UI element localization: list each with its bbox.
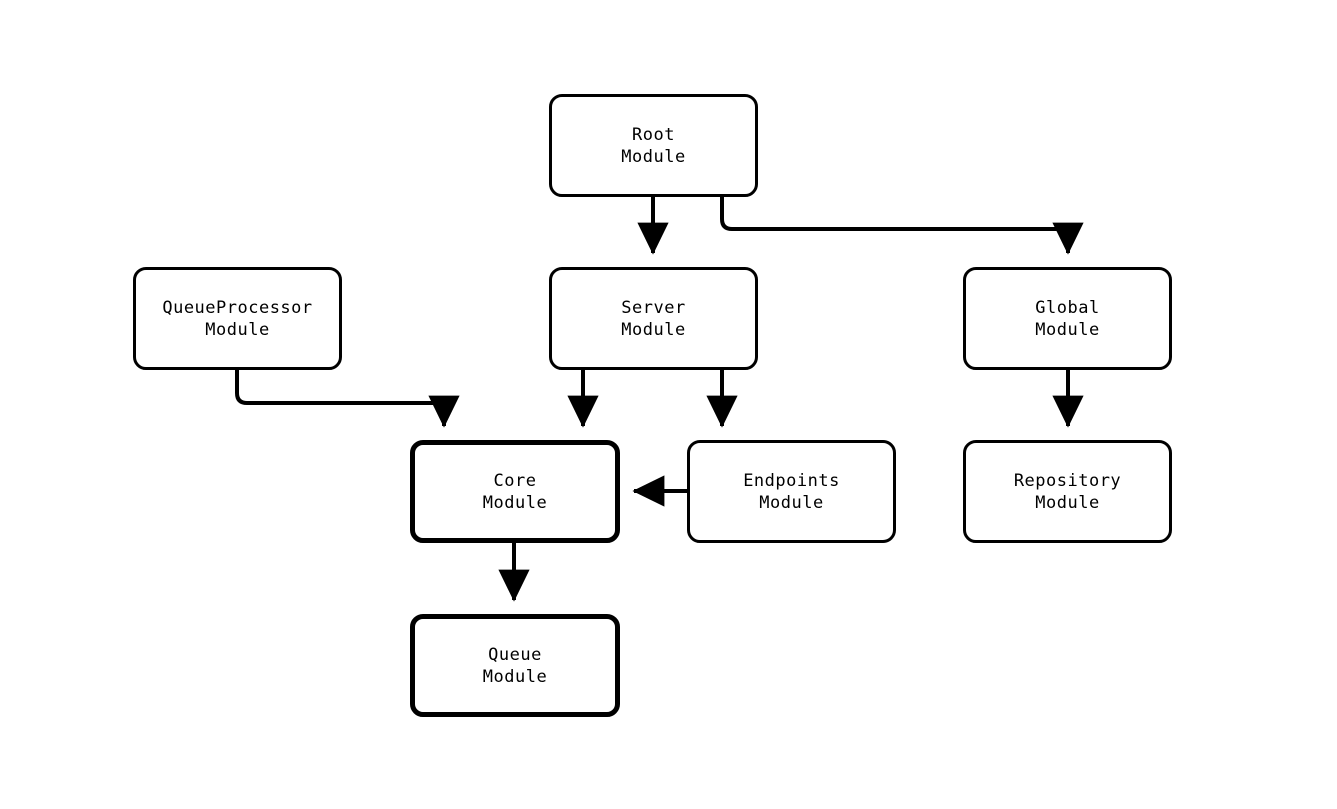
- node-root-module-title: Root: [632, 124, 675, 145]
- node-queue-module-subtitle: Module: [482, 666, 548, 687]
- node-repository-module-subtitle: Module: [1035, 492, 1100, 513]
- node-queueprocessor-module-subtitle: Module: [205, 319, 270, 340]
- node-queue-module-title: Queue: [488, 644, 542, 665]
- node-global-module[interactable]: Global Module: [963, 267, 1172, 370]
- edge-root-to-global: [720, 197, 1084, 255]
- node-repository-module[interactable]: Repository Module: [963, 440, 1172, 543]
- node-server-module-title: Server: [621, 297, 686, 318]
- node-core-module-title: Core: [493, 470, 537, 491]
- node-global-module-subtitle: Module: [1035, 319, 1100, 340]
- node-queue-module[interactable]: Queue Module: [410, 614, 620, 717]
- node-queueprocessor-module[interactable]: QueueProcessor Module: [133, 267, 342, 370]
- node-endpoints-module-subtitle: Module: [759, 492, 824, 513]
- node-root-module[interactable]: Root Module: [549, 94, 758, 197]
- node-server-module[interactable]: Server Module: [549, 267, 758, 370]
- node-root-module-subtitle: Module: [621, 146, 686, 167]
- node-server-module-subtitle: Module: [621, 319, 686, 340]
- edge-queueprocessor-to-core: [235, 370, 460, 428]
- node-core-module-subtitle: Module: [482, 492, 548, 513]
- node-endpoints-module-title: Endpoints: [743, 470, 840, 491]
- node-global-module-title: Global: [1035, 297, 1100, 318]
- node-repository-module-title: Repository: [1013, 470, 1122, 491]
- node-endpoints-module[interactable]: Endpoints Module: [687, 440, 896, 543]
- node-core-module[interactable]: Core Module: [410, 440, 620, 543]
- node-queueprocessor-module-title: QueueProcessor: [162, 297, 313, 318]
